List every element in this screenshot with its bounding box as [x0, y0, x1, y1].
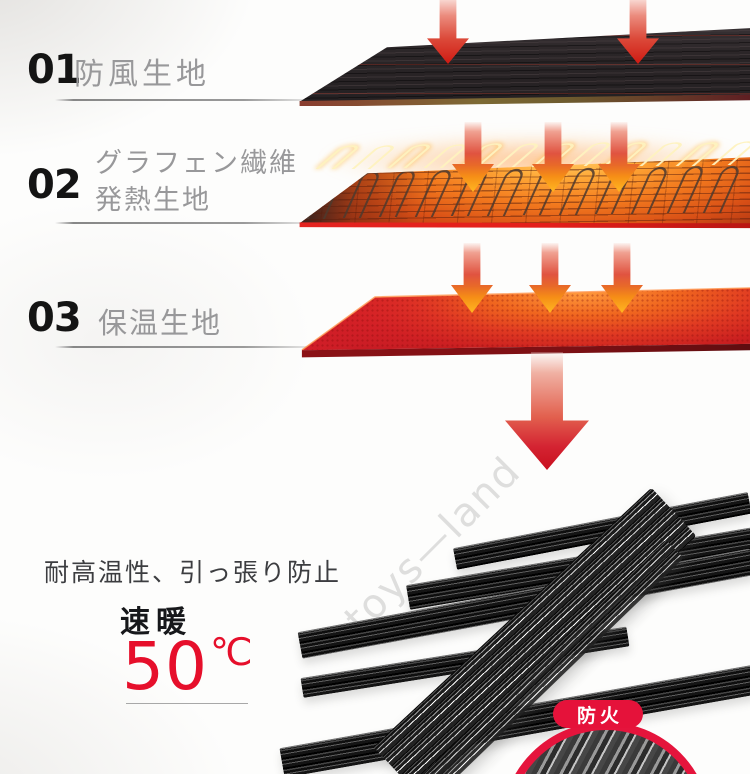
feature-heading: 耐高温性、引っ張り防止	[44, 558, 342, 587]
temperature-callout: 50℃	[122, 633, 253, 700]
graphene-heating-layer	[295, 135, 750, 231]
windproof-fabric-layer	[295, 22, 750, 106]
windproof-fabric-edge	[299, 94, 750, 106]
layer-02-underline	[55, 222, 317, 224]
warm-keeping-layer	[295, 283, 750, 363]
layer-01-underline	[55, 99, 317, 101]
windproof-fabric-surface	[299, 27, 750, 102]
layer-03-title: 保温生地	[98, 306, 223, 340]
heating-fabric-edge	[299, 222, 750, 229]
temperature-underline	[126, 703, 248, 704]
layer-01-title: 防風生地	[74, 57, 210, 92]
layer-02-title-line1: グラフェン繊維	[95, 148, 298, 179]
layer-02-number: 02	[27, 162, 82, 208]
heating-wire-pattern	[306, 135, 750, 221]
layer-03-number: 03	[27, 295, 82, 341]
layer-03-underline	[55, 346, 317, 348]
temperature-unit: ℃	[209, 630, 253, 674]
layer-01-number: 01	[27, 47, 82, 93]
warm-fabric-surface	[301, 287, 750, 351]
fireproof-badge: 防火	[553, 700, 643, 728]
layer-02-title-line2: 発熱生地	[95, 185, 211, 216]
temperature-value: 50	[122, 628, 208, 705]
big-heat-arrow-down-icon	[505, 352, 589, 470]
fireproof-badge-label: 防火	[576, 704, 623, 727]
quick-warm-label: 速暖	[120, 605, 192, 640]
